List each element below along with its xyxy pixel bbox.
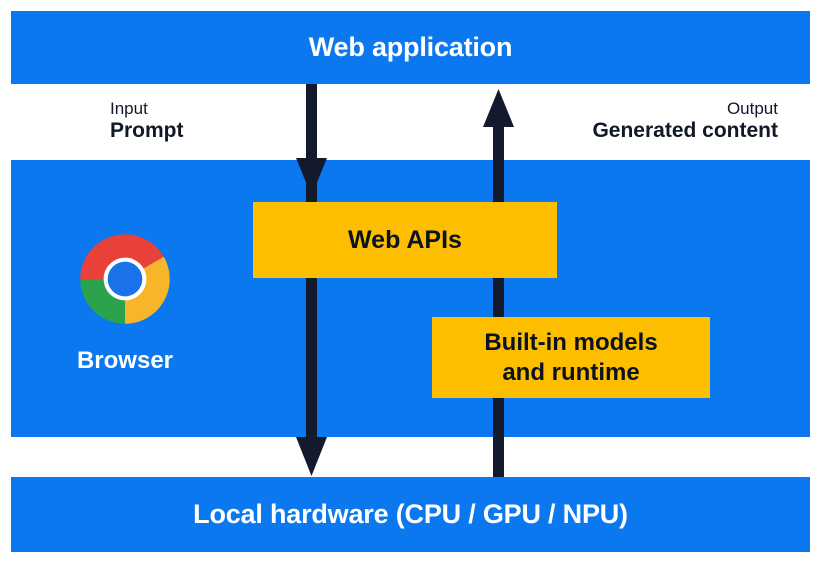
- input-annotation: Input Prompt: [110, 99, 184, 144]
- layer-local-hardware-label: Local hardware (CPU / GPU / NPU): [193, 499, 628, 529]
- output-annotation-kind: Output: [726, 99, 778, 118]
- browser-badge: Browser: [74, 228, 176, 375]
- input-annotation-value: Prompt: [110, 119, 184, 143]
- browser-badge-label: Browser: [76, 347, 174, 374]
- component-built-in-models: Built-in models and runtime: [432, 317, 710, 398]
- input-annotation-kind: Input: [110, 99, 148, 118]
- component-web-apis: Web APIs: [253, 202, 557, 278]
- output-annotation: Output Generated content: [592, 99, 778, 144]
- layer-web-application: Web application: [11, 11, 810, 84]
- layer-web-application-label: Web application: [308, 32, 513, 62]
- component-built-in-models-label: Built-in models and runtime: [484, 328, 657, 387]
- component-built-in-models-line2: and runtime: [502, 358, 640, 386]
- output-annotation-value: Generated content: [592, 119, 778, 143]
- component-built-in-models-line1: Built-in models: [484, 329, 658, 357]
- component-web-apis-label: Web APIs: [348, 225, 462, 254]
- chrome-logo-icon: [80, 234, 170, 324]
- layer-local-hardware: Local hardware (CPU / GPU / NPU): [11, 477, 810, 552]
